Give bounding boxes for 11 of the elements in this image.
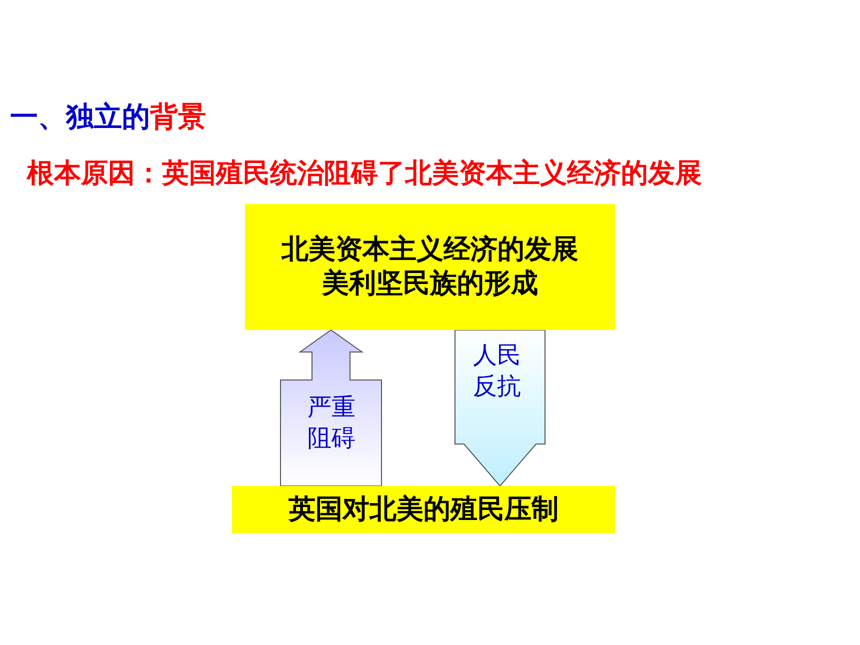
arrow-label: 人民反抗 (472, 340, 522, 402)
arrow-label: 严重阻碍 (306, 392, 356, 454)
box-text: 英国对北美的殖民压制 (288, 492, 558, 526)
heading: 一、独立的背景 (10, 99, 206, 135)
block-arrow (454, 330, 546, 487)
box-text: 北美资本主义经济的发展 (282, 233, 578, 267)
subtitle: 根本原因：英国殖民统治阻碍了北美资本主义经济的发展 (27, 157, 702, 191)
text-box (232, 486, 615, 533)
text-box (245, 204, 615, 330)
block-arrow (280, 329, 382, 486)
box-text: 美利坚民族的形成 (322, 267, 538, 301)
